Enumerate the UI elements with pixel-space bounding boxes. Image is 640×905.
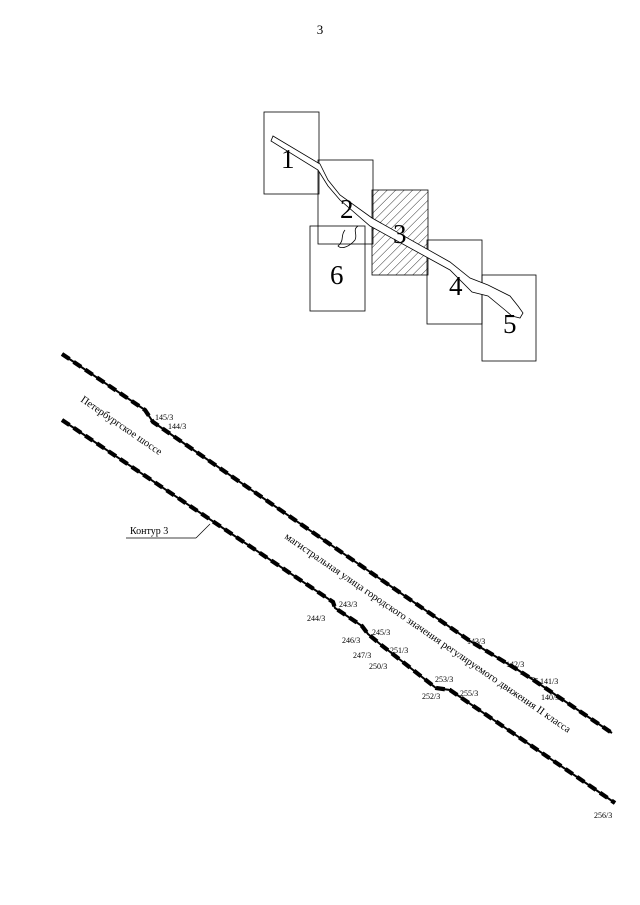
point-label-256: 256/3 xyxy=(594,811,612,820)
sheet-label-6: 6 xyxy=(330,260,344,290)
point-label-247: 247/3 xyxy=(353,651,371,660)
boundary-lines xyxy=(60,352,617,805)
point-labels: 145/3 144/3 143/3 142/3 141/3 140/3 243/… xyxy=(155,413,612,820)
point-label-145: 145/3 xyxy=(155,413,173,422)
point-label-255: 255/3 xyxy=(460,689,478,698)
sheet-label-3: 3 xyxy=(393,219,407,249)
contour-leader-tail xyxy=(195,523,211,539)
street-name-arterial: магистральная улица городского значения … xyxy=(282,531,572,735)
index-road-outline xyxy=(270,135,524,319)
point-label-250: 250/3 xyxy=(369,662,387,671)
street-name-petersburg-highway: Петербургское шоссе xyxy=(78,394,164,458)
point-label-246: 246/3 xyxy=(342,636,360,645)
contour-callout: Контур 3 xyxy=(126,523,211,539)
point-label-144: 144/3 xyxy=(168,422,186,431)
sheet-label-2: 2 xyxy=(340,194,354,224)
contour-label: Контур 3 xyxy=(130,526,168,537)
sheet-frame-1 xyxy=(263,111,320,195)
sheet-index-map: 1 2 3 6 4 5 xyxy=(263,111,537,362)
page-number: 3 xyxy=(316,22,324,37)
index-road-branch xyxy=(337,225,359,248)
upper-boundary-dashes xyxy=(60,352,614,735)
sheet-label-5: 5 xyxy=(503,309,517,339)
point-label-140: 140/3 xyxy=(541,693,559,702)
point-label-243: 243/3 xyxy=(339,600,357,609)
sheet-label-4: 4 xyxy=(449,271,463,301)
lower-boundary-dashes xyxy=(60,418,617,805)
sheet-frame-5 xyxy=(481,274,537,362)
sheet-label-1: 1 xyxy=(281,144,295,174)
point-label-244: 244/3 xyxy=(307,614,325,623)
point-label-143: 143/3 xyxy=(467,637,485,646)
point-label-245: 245/3 xyxy=(372,628,390,637)
point-label-251: 251/3 xyxy=(390,646,408,655)
leader-141 xyxy=(519,673,539,680)
point-label-141: 141/3 xyxy=(540,677,558,686)
point-label-252: 252/3 xyxy=(422,692,440,701)
point-label-253: 253/3 xyxy=(435,675,453,684)
sheet-frame-6 xyxy=(309,225,366,312)
point-label-142: 142/3 xyxy=(506,660,524,669)
